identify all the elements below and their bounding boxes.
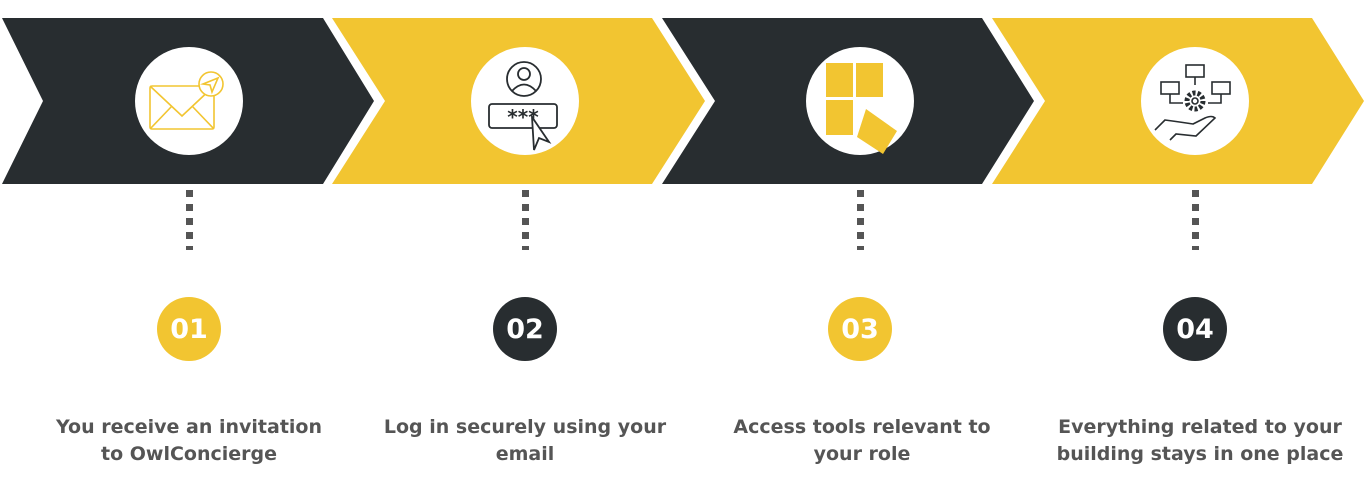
step-number-badge: 03 (828, 297, 892, 361)
caption-line: You receive an invitation (56, 416, 322, 438)
caption-line: building stays in one place (1056, 443, 1344, 465)
step-number-badge: 01 (157, 297, 221, 361)
caption-line: to OwlConcierge (100, 443, 277, 465)
caption-line: Access tools relevant to (733, 416, 991, 438)
caption-line: Log in securely using your (383, 416, 667, 438)
step-number-badge: 04 (1163, 297, 1227, 361)
step-caption: You receive an invitation to OwlConcierge (29, 414, 349, 468)
icon-circle-1 (135, 47, 243, 155)
user-password-login-icon: *** (488, 61, 558, 151)
step-caption: Everything related to your building stays… (1040, 414, 1360, 468)
step-number-badge: 02 (493, 297, 557, 361)
puzzle-icon (826, 63, 897, 154)
dotted-connector-3 (857, 190, 864, 250)
dotted-connector-4 (1192, 190, 1199, 250)
envelope-send-icon (149, 71, 224, 130)
icon-circle-2 (471, 47, 579, 155)
step-caption: Access tools relevant to your role (702, 414, 1022, 468)
caption-line: email (495, 443, 555, 465)
dotted-connector-2 (522, 190, 529, 250)
step-caption: Log in securely using your email (365, 414, 685, 468)
icon-circle-4 (1141, 47, 1249, 155)
hand-gear-network-icon (1154, 64, 1231, 141)
dotted-connector-1 (186, 190, 193, 250)
caption-line: Everything related to your (1058, 416, 1342, 438)
caption-line: your role (813, 443, 911, 465)
